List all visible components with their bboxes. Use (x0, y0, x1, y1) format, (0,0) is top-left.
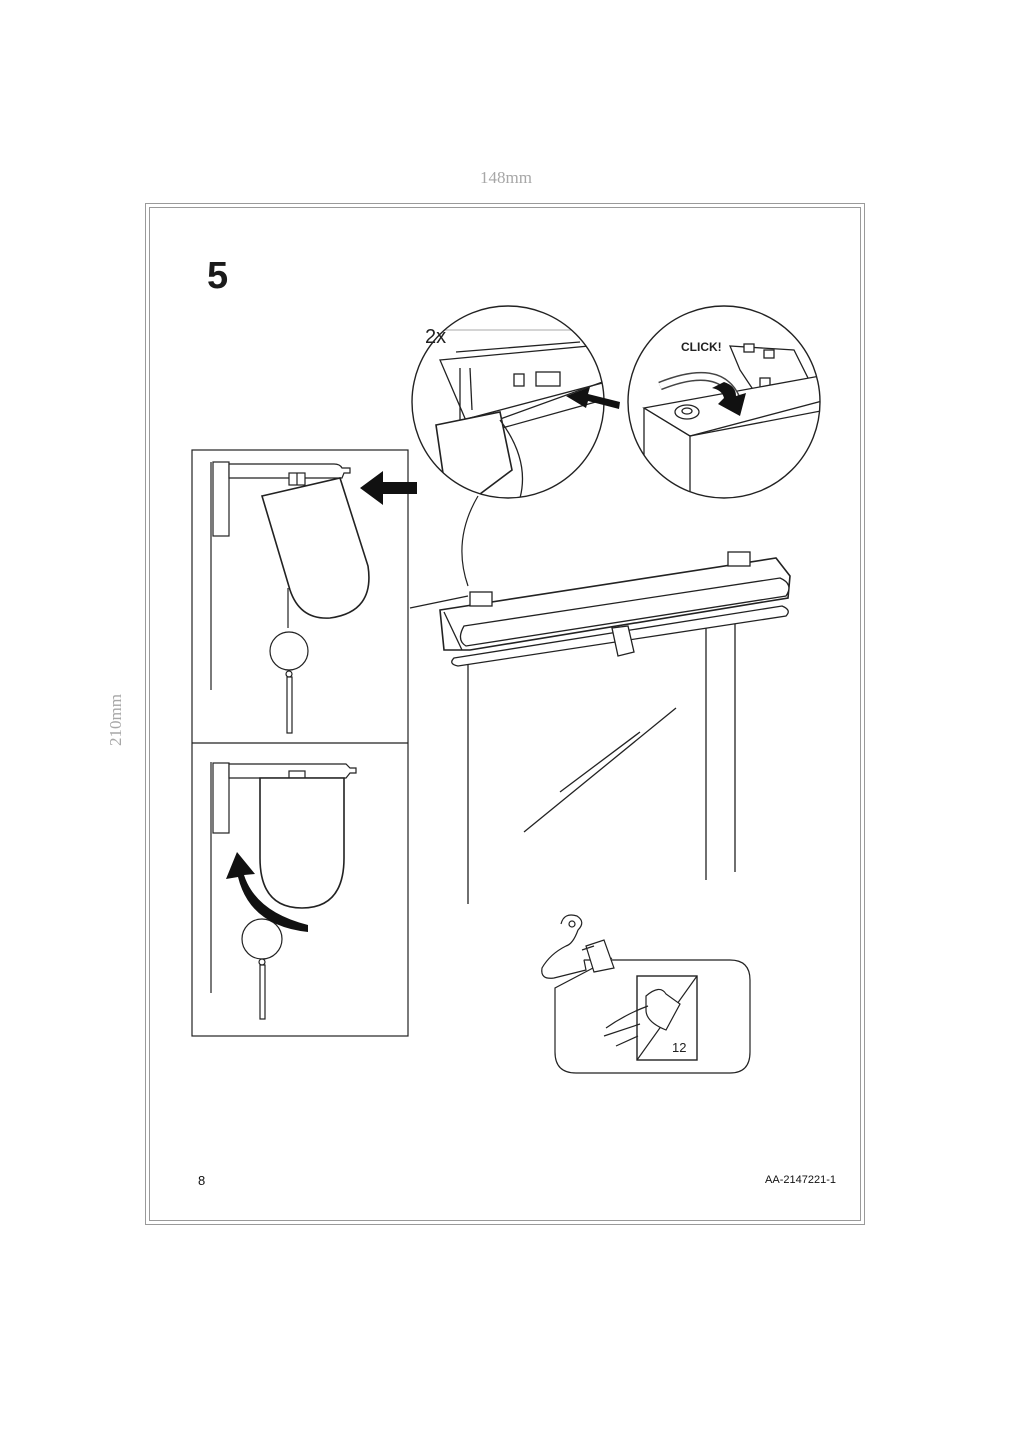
click-label: CLICK! (681, 340, 722, 354)
head-rail-tilted (260, 477, 370, 734)
reading-figure-icon (541, 914, 615, 979)
snap-arrow-icon (712, 382, 746, 416)
head-rail-seated (241, 777, 345, 1020)
insert-arrow-icon (566, 387, 620, 409)
width-dimension-label: 148mm (480, 168, 532, 187)
page-number: 8 (198, 1173, 206, 1188)
rotate-arrow-icon (226, 852, 308, 932)
push-arrow-icon (360, 471, 417, 505)
document-id: AA-2147221-1 (765, 1174, 836, 1186)
page-frame-outer (145, 203, 865, 1225)
quantity-label: 2x (425, 326, 447, 348)
roller-blind-main (409, 551, 791, 904)
page-frame-inner (149, 207, 861, 1221)
bracket-upper (210, 461, 351, 690)
reference-callout (541, 914, 751, 1074)
reference-page-number: 12 (672, 1040, 687, 1055)
side-view-panel (191, 449, 417, 1037)
detail-circle-click (627, 305, 821, 499)
detail-circle-bracket (411, 305, 620, 587)
step-number: 5 (207, 255, 229, 297)
